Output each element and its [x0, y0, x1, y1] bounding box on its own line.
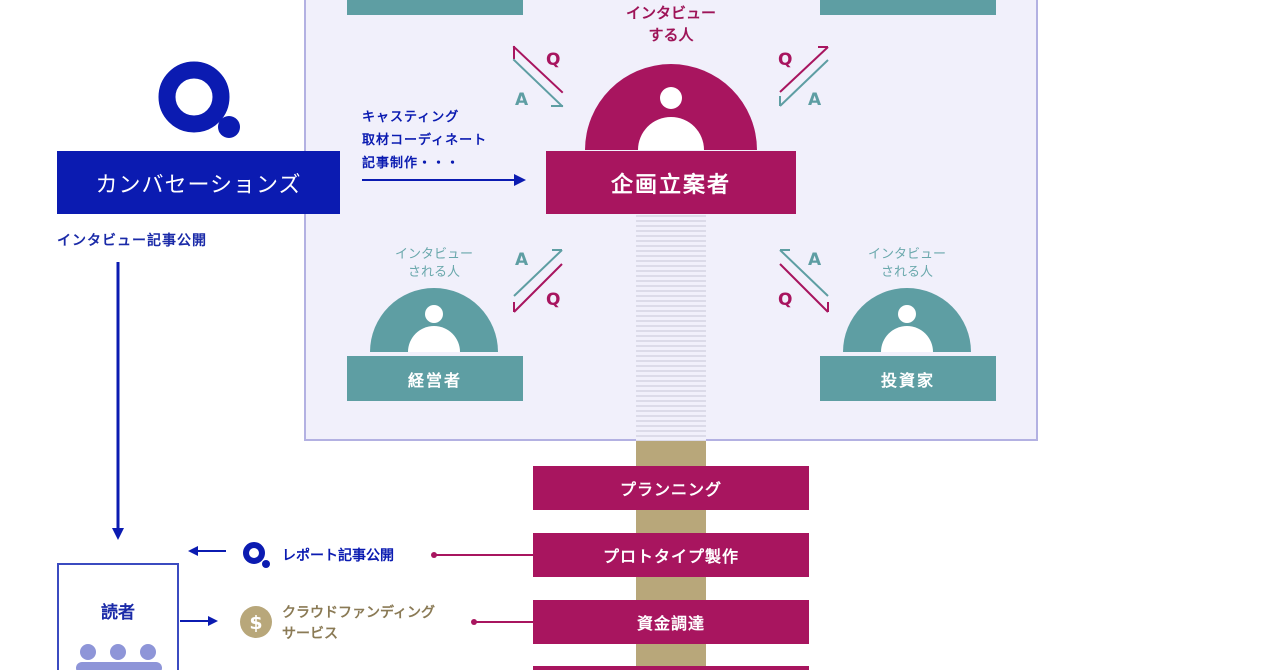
readers-label: 読者 [101, 603, 135, 623]
q-small-icon [243, 542, 270, 568]
conversations-q-logo-icon [158, 61, 240, 138]
top-right-box [820, 0, 996, 15]
left-caption-line-1: インタビュー [394, 247, 473, 262]
readers-group-icon [76, 644, 162, 670]
left-caption-line-2: される人 [407, 265, 460, 280]
report-connector [431, 552, 533, 558]
central-stripe [636, 215, 706, 441]
interviewer-caption: インタビュー する人 [596, 2, 746, 46]
right-caption-line-2: される人 [880, 265, 933, 280]
readers-box [57, 563, 179, 670]
step-funding: 資金調達 [533, 600, 809, 644]
step-prototype: プロトタイプ製作 [533, 533, 809, 577]
company-name: カンバセーションズ [95, 172, 302, 198]
qa-label-a-tl: A [515, 90, 529, 110]
qa-label-q-tl: Q [546, 50, 561, 70]
step-planning: プランニング [533, 466, 809, 510]
qa-arrows-top-left [512, 45, 564, 108]
qa-arrows-bottom-right [779, 249, 829, 313]
company-to-readers-arrow [112, 262, 124, 540]
step-funding-label: 資金調達 [636, 614, 705, 633]
qa-arrows-bottom-left [513, 249, 563, 313]
casting-line-3: 記事制作・・・ [362, 156, 461, 171]
left-interviewee-caption: インタビュー される人 [364, 246, 504, 282]
executive-label: 経営者 [407, 370, 462, 390]
executive-box: 経営者 [347, 356, 523, 401]
interviewer-line-1: インタビュー [625, 4, 716, 22]
dollar-coin-icon: $ [240, 606, 272, 638]
crowdfunding-label: クラウドファンディング サービス [282, 603, 435, 645]
top-left-box [347, 0, 523, 15]
qa-label-q-bl: Q [546, 290, 561, 310]
casting-services: キャスティング 取材コーディネート 記事制作・・・ [362, 106, 487, 175]
qa-label-a-tr: A [808, 90, 822, 110]
crowdfunding-connector [471, 619, 533, 625]
company-name-box: カンバセーションズ [57, 151, 340, 214]
casting-line-2: 取材コーディネート [362, 133, 488, 148]
report-label: レポート記事公開 [282, 548, 394, 564]
interviewer-person-arch-icon [585, 64, 757, 150]
step-planning-label: プランニング [619, 480, 722, 499]
qa-label-a-br: A [808, 250, 822, 270]
investor-box: 投資家 [820, 356, 996, 401]
crowdfunding-line-1: クラウドファンディング [282, 605, 436, 621]
qa-label-a-bl: A [515, 250, 529, 270]
crowdfunding-arrow [180, 616, 218, 626]
step-prototype-label: プロトタイプ製作 [602, 547, 739, 566]
crowdfunding-line-2: サービス [282, 626, 338, 642]
right-person-arch-icon [843, 288, 971, 352]
investor-label: 投資家 [880, 370, 935, 390]
interviewer-line-2: する人 [648, 26, 694, 44]
right-interviewee-caption: インタビュー される人 [837, 246, 977, 282]
svg-text:$: $ [249, 612, 262, 634]
qa-label-q-br: Q [778, 290, 793, 310]
qa-label-q-tr: Q [778, 50, 793, 70]
planner-box: 企画立案者 [546, 151, 796, 214]
qa-arrows-top-right [779, 46, 829, 107]
casting-arrow [362, 174, 526, 186]
step-next-partial [533, 666, 809, 670]
report-arrow [188, 546, 226, 556]
planner-label: 企画立案者 [610, 172, 731, 198]
left-person-arch-icon [370, 288, 498, 352]
right-caption-line-1: インタビュー [867, 247, 946, 262]
casting-line-1: キャスティング [362, 110, 460, 125]
company-subtitle: インタビュー記事公開 [57, 233, 207, 249]
